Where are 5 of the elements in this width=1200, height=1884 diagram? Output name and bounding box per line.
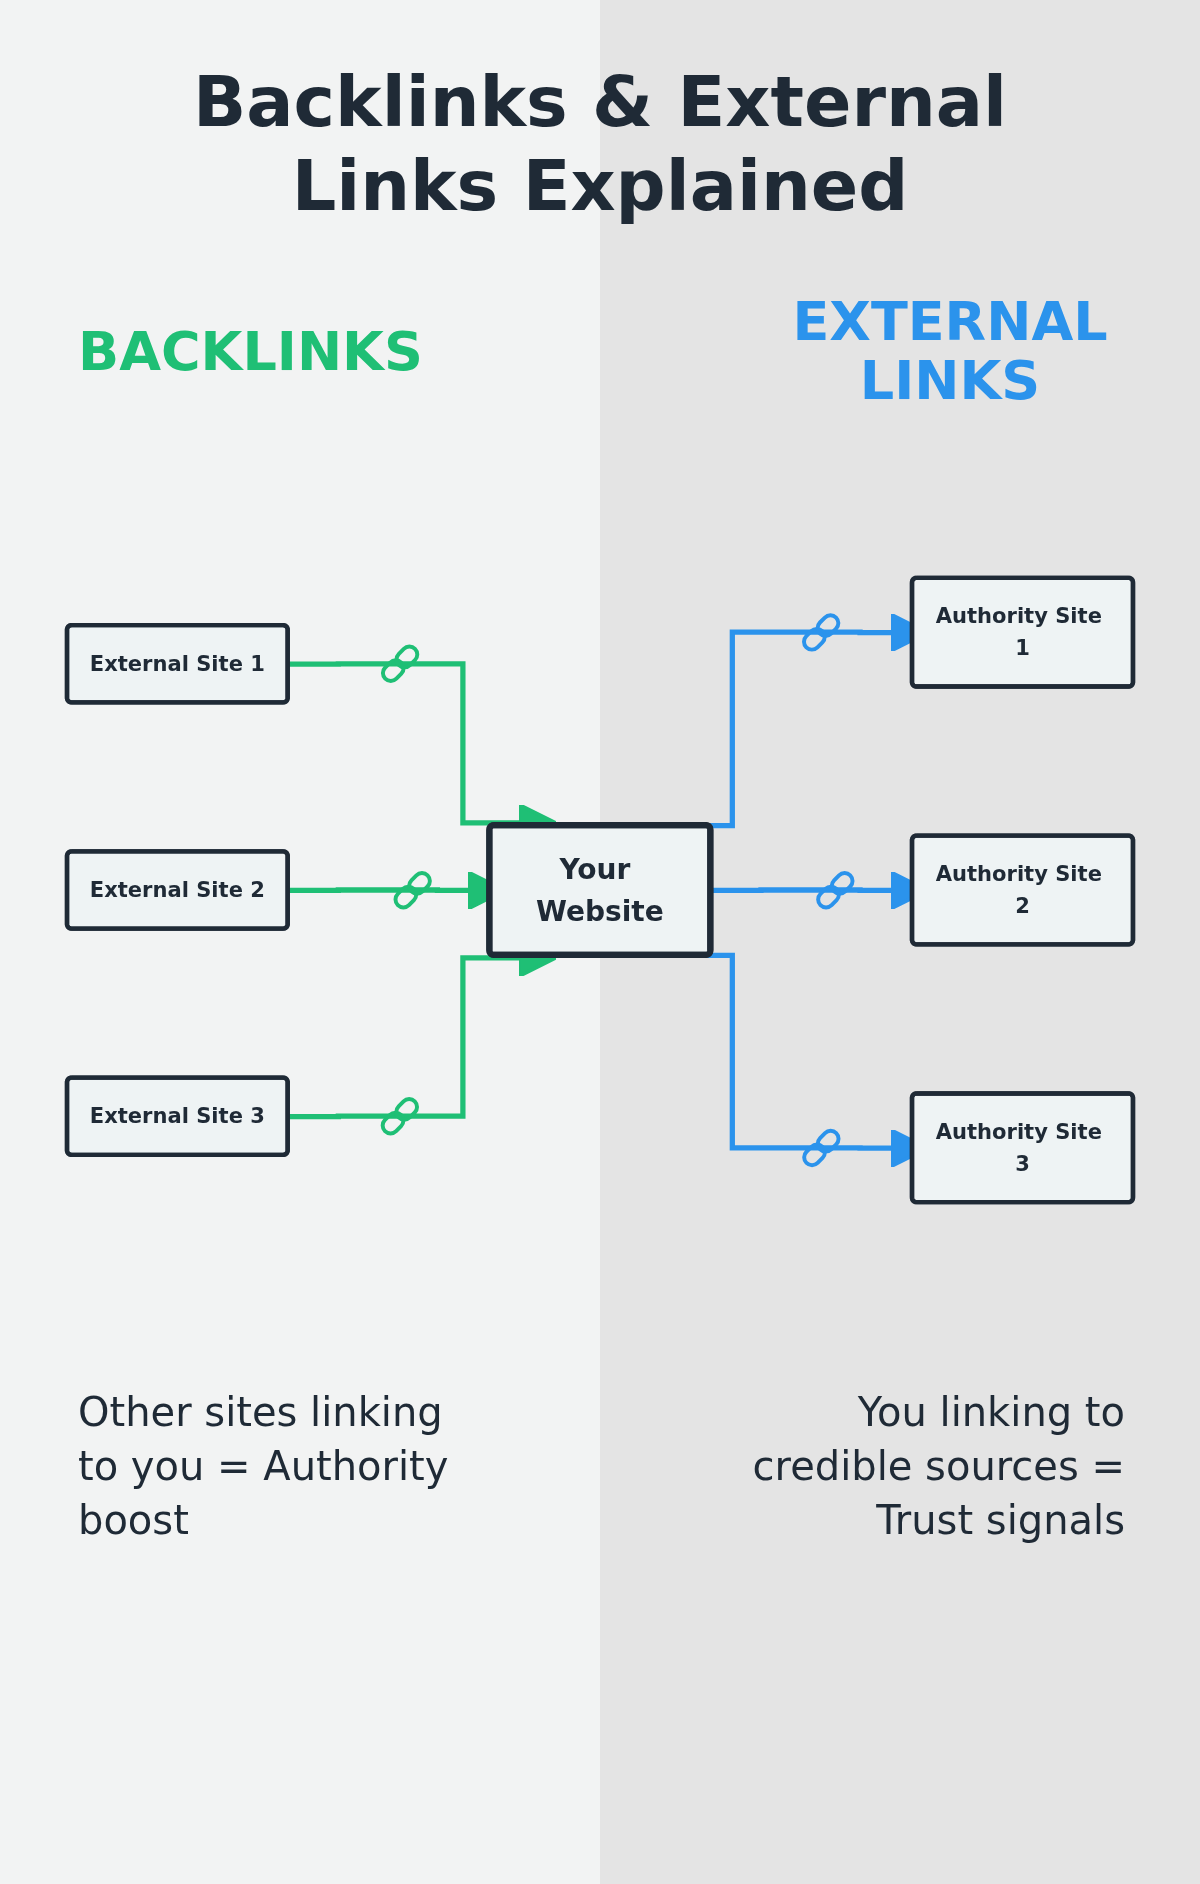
- title: Backlinks & External Links Explained: [192, 60, 1008, 228]
- section-heading: EXTERNAL LINKS: [791, 292, 1109, 411]
- note-text: Other sites linking to you = Authority boost: [78, 1388, 450, 1545]
- section-heading: BACKLINKS: [78, 320, 424, 383]
- note-text: You linking to credible sources = Trust signals: [751, 1388, 1125, 1545]
